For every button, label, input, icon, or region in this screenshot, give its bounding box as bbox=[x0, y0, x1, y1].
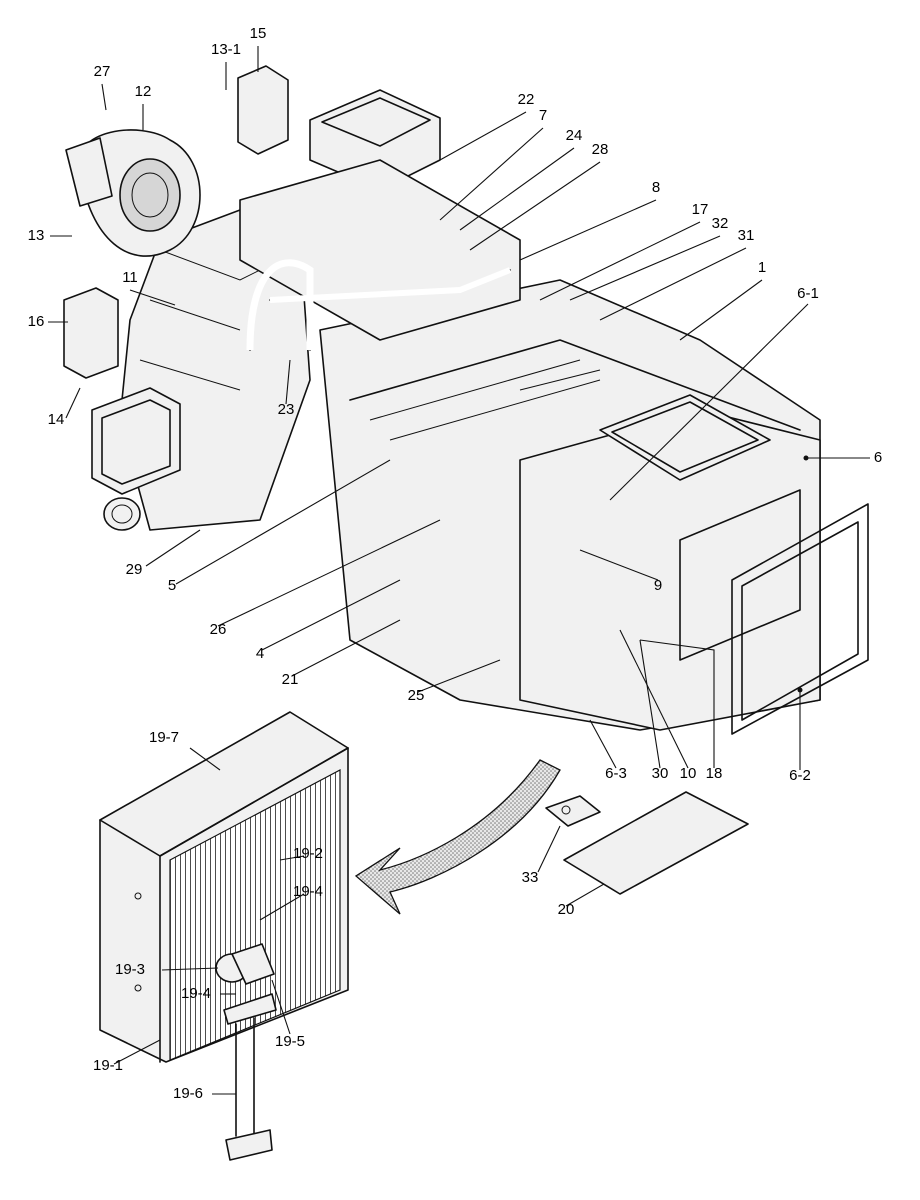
callout-c19-1: 19-1 bbox=[93, 1057, 123, 1074]
blower-housing bbox=[91, 209, 311, 531]
evaporator-core bbox=[99, 711, 349, 1063]
callout-c25: 25 bbox=[408, 687, 425, 704]
callout-c9: 9 bbox=[654, 577, 662, 594]
callout-labels: 14566-16-26-37891011121313-1141516171819… bbox=[28, 25, 883, 1102]
callout-c19-3: 19-3 bbox=[115, 961, 145, 978]
callout-c20: 20 bbox=[558, 901, 575, 918]
actuator-15 bbox=[237, 65, 289, 155]
grommet bbox=[545, 795, 601, 827]
expansion-valve bbox=[215, 943, 277, 1161]
air-filter bbox=[731, 503, 869, 735]
callout-c10: 10 bbox=[680, 765, 697, 782]
actuator-16 bbox=[63, 287, 119, 379]
callout-c13: 13 bbox=[28, 227, 45, 244]
filter-housing-grid bbox=[679, 489, 801, 661]
callout-c31: 31 bbox=[738, 227, 755, 244]
callout-c17: 17 bbox=[692, 201, 709, 218]
callout-c6: 6 bbox=[874, 449, 882, 466]
callout-c22: 22 bbox=[518, 91, 535, 108]
callout-c19-2: 19-2 bbox=[293, 845, 323, 862]
callout-c27: 27 bbox=[94, 63, 111, 80]
callout-c13-1: 13-1 bbox=[211, 41, 241, 58]
callout-c29: 29 bbox=[126, 561, 143, 578]
callout-c6-2: 6-2 bbox=[789, 767, 811, 784]
callout-c19-7: 19-7 bbox=[149, 729, 179, 746]
main-housing bbox=[319, 279, 821, 731]
callout-c21: 21 bbox=[282, 671, 299, 688]
callout-c18: 18 bbox=[706, 765, 723, 782]
callout-c19-4b: 19-4 bbox=[181, 985, 211, 1002]
callout-c14: 14 bbox=[48, 411, 65, 428]
insulation-pad bbox=[563, 791, 749, 895]
callout-c6-1: 6-1 bbox=[797, 285, 819, 302]
callout-c26: 26 bbox=[210, 621, 227, 638]
callout-c4: 4 bbox=[256, 645, 264, 662]
callout-c19-5: 19-5 bbox=[275, 1033, 305, 1050]
callout-c32: 32 bbox=[712, 215, 729, 232]
callout-c8: 8 bbox=[652, 179, 660, 196]
callout-c12: 12 bbox=[135, 83, 152, 100]
callout-c15: 15 bbox=[250, 25, 267, 42]
callout-c28: 28 bbox=[592, 141, 609, 158]
callout-c16: 16 bbox=[28, 313, 45, 330]
heater-pipes bbox=[246, 259, 512, 351]
callout-c7: 7 bbox=[539, 107, 547, 124]
top-opening bbox=[599, 394, 771, 481]
leader-lines bbox=[48, 46, 870, 1095]
callout-c11: 11 bbox=[122, 269, 138, 286]
assembly-arrow bbox=[354, 759, 561, 915]
blower-motor bbox=[65, 129, 201, 257]
callout-c33: 33 bbox=[522, 869, 539, 886]
callout-c19-4a: 19-4 bbox=[293, 883, 323, 900]
callout-c24: 24 bbox=[566, 127, 583, 144]
callout-c23: 23 bbox=[278, 401, 295, 418]
callout-c19-6: 19-6 bbox=[173, 1085, 203, 1102]
callout-c30: 30 bbox=[652, 765, 669, 782]
callout-c1: 1 bbox=[758, 259, 766, 276]
callout-c6-3: 6-3 bbox=[605, 765, 627, 782]
callout-c5: 5 bbox=[168, 577, 176, 594]
